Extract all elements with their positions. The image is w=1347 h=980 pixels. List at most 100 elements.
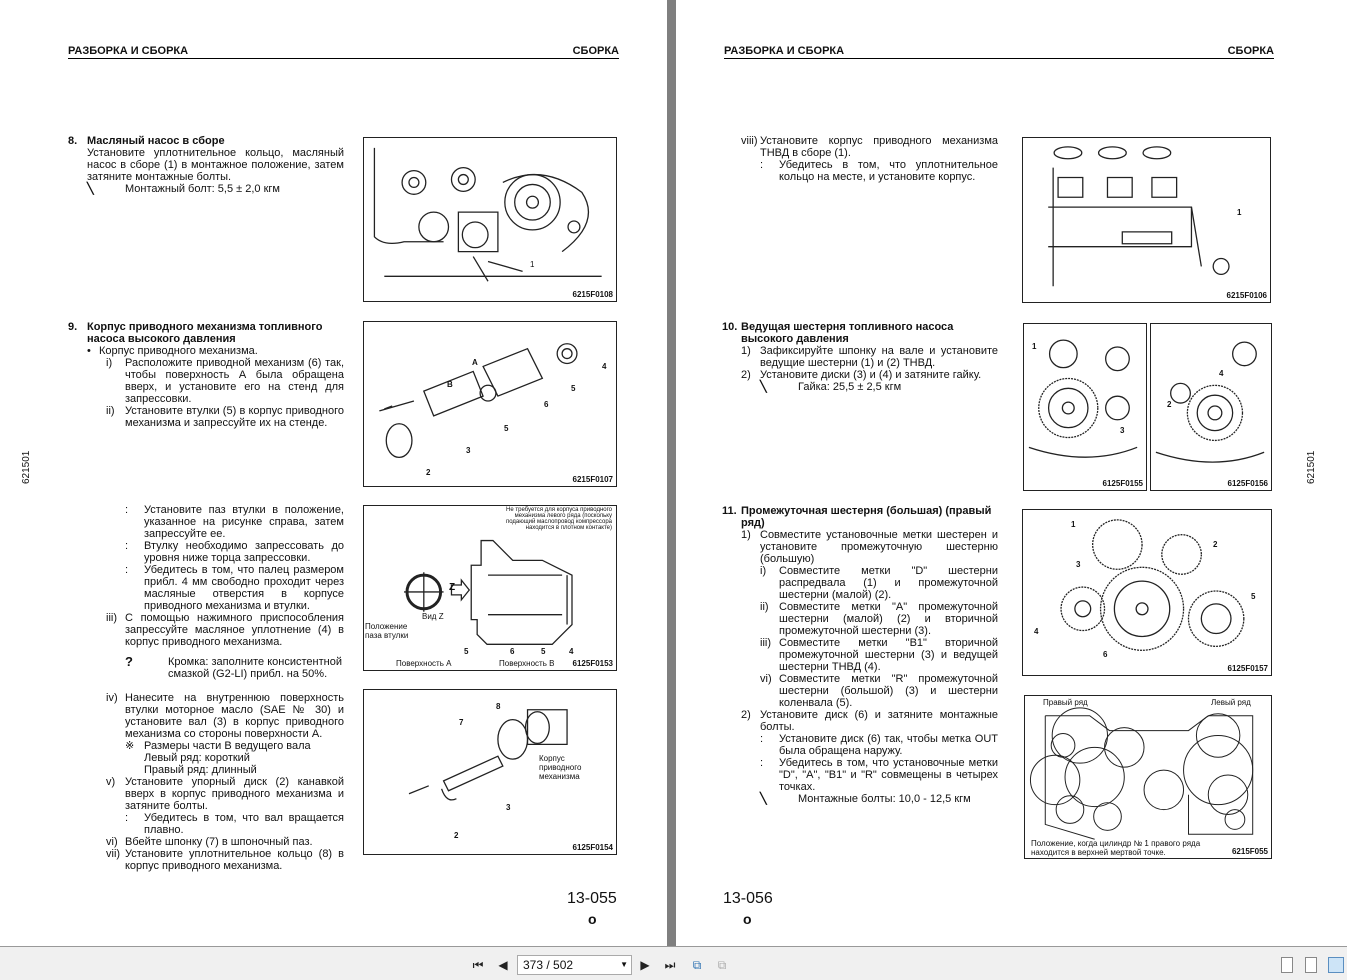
callout-label: 3	[1120, 426, 1125, 435]
page-header: РАЗБОРКА И СБОРКА СБОРКА	[68, 45, 619, 59]
paragraph: Установите диск (6) и затяните монтажные…	[760, 709, 998, 733]
item-marker: vi)	[106, 836, 118, 848]
item-marker: 1)	[741, 529, 751, 541]
callout-label: 7	[459, 718, 464, 727]
figure-label: Положение паза втулки	[365, 622, 409, 640]
pdf-toolbar: ⏮ ◀ 373 / 502▼ ▶ ⏭ ⧉ ⧉	[0, 946, 1347, 980]
figure-label: Поверхность А	[396, 659, 452, 668]
note-icon: :	[125, 564, 129, 576]
note: Установите диск (6) так, чтобы метка OUT…	[779, 733, 998, 757]
section-number: 9.	[68, 321, 78, 333]
callout-label: 2	[1167, 400, 1172, 409]
callout-label: 1	[530, 260, 535, 269]
figure-caption: Положение, когда цилиндр № 1 правого ряд…	[1031, 839, 1201, 857]
figure-label: Левый ряд	[1211, 698, 1251, 707]
first-page-button[interactable]: ⏮	[472, 958, 484, 972]
note-icon: :	[125, 504, 129, 516]
note-icon: :	[760, 159, 764, 171]
note-icon: :	[125, 540, 129, 552]
page-header: РАЗБОРКА И СБОРКА СБОРКА	[724, 45, 1274, 59]
paragraph: Зафиксируйте шпонку на вале и установите…	[760, 345, 998, 369]
callout-label: 1	[1237, 208, 1242, 217]
right-page: РАЗБОРКА И СБОРКА СБОРКА 621501 viii)Уст…	[676, 0, 1347, 946]
figure-shaft-assembly: 7 8 3 2 Корпус приводного механизма 6125…	[363, 689, 617, 855]
item-marker: 1)	[741, 345, 751, 357]
paragraph: Расположите приводной механизм (6) так, …	[125, 357, 344, 405]
section-title: Ведущая шестерня топливного насоса высок…	[741, 321, 954, 345]
paragraph: Совместите метки "R" промежуточной шесте…	[779, 673, 998, 709]
paragraph: Вбейте шпонку (7) в шпоночный паз.	[125, 836, 313, 848]
previous-page-button[interactable]: ◀	[498, 958, 508, 972]
note: Правый ряд: длинный	[144, 764, 257, 776]
figure-drive-gear-2: 4 2 6125F0156	[1150, 323, 1272, 491]
item-marker: iv)	[106, 692, 118, 704]
item-marker: ii)	[106, 405, 115, 417]
section-9-continued: : Установите паз втулки в положение, указ…	[106, 504, 344, 872]
callout-label: 5	[464, 647, 469, 656]
reference-mark-icon: ※	[125, 740, 135, 752]
figure-code: 6215F055	[1231, 847, 1268, 856]
callout-label: 6	[544, 400, 549, 409]
callout-label: 4	[569, 647, 574, 656]
callout-label: 6	[510, 647, 515, 656]
paragraph: Установите упорный диск (2) канавкой вве…	[125, 776, 344, 812]
figure-housing-install: 1 6215F0106	[1022, 137, 1271, 303]
two-page-view-icon[interactable]	[1328, 957, 1344, 973]
note: Установите паз втулки в положение, указа…	[144, 504, 344, 540]
callout-label: Z	[449, 582, 456, 593]
last-page-button[interactable]: ⏭	[664, 958, 676, 972]
callout-label: 8	[496, 702, 501, 711]
note-icon: :	[760, 757, 764, 769]
note-icon: :	[125, 812, 129, 824]
figure-label: Правый ряд	[1043, 698, 1088, 707]
callout-label: 4	[1034, 627, 1039, 636]
item-marker: i)	[760, 565, 767, 577]
side-code: 621501	[21, 450, 32, 484]
callout-label: A	[472, 358, 478, 367]
go-forward-view-icon[interactable]: ⧉	[717, 958, 727, 972]
header-section: РАЗБОРКА И СБОРКА	[724, 45, 845, 57]
next-page-button[interactable]: ▶	[640, 958, 650, 972]
callout-label: 1	[1032, 342, 1037, 351]
callout-label: 1	[1071, 520, 1076, 529]
single-page-view-icon[interactable]	[1281, 957, 1293, 973]
callout-label: 2	[1213, 540, 1218, 549]
bullet-icon: •	[87, 345, 91, 357]
callout-label: 4	[1219, 369, 1224, 378]
paragraph: Установите уплотнительное кольцо, маслян…	[87, 147, 344, 183]
wrench-icon: ╲	[760, 793, 767, 805]
grease-spec: Кромка: заполните консистентной смазкой …	[168, 656, 342, 680]
item-marker: v)	[106, 776, 116, 788]
side-code: 621501	[1306, 450, 1317, 484]
figure-code: 6215F0107	[572, 475, 613, 484]
figure-code: 6215F0108	[572, 290, 613, 299]
figure-drive-housing-exploded: A B 6 5 5 4 3 2 6215F0107	[363, 321, 617, 487]
callout-label: B	[447, 380, 453, 389]
wrench-icon: ╲	[760, 381, 767, 393]
item-marker: i)	[106, 357, 113, 369]
callout-label: 3	[506, 803, 511, 812]
figure-idler-gears: 1 2 3 4 5 6 6125F0157	[1022, 509, 1272, 676]
figure-bushing-position: Не требуется для корпуса приводного меха…	[363, 505, 617, 671]
section-number: 11.	[722, 505, 737, 517]
step-viii: viii)Установите корпус приводного механи…	[741, 135, 998, 183]
paragraph: Установите корпус приводного механизма Т…	[760, 135, 998, 159]
callout-label: 4	[602, 362, 607, 371]
go-back-view-icon[interactable]: ⧉	[692, 958, 702, 972]
item-marker: 2)	[741, 709, 751, 721]
note-icon: :	[760, 733, 764, 745]
paragraph: Установите диски (3) и (4) и затяните га…	[760, 369, 982, 381]
callout-label: 6	[1103, 650, 1108, 659]
page-mark: o	[588, 911, 597, 927]
note: Втулку необходимо запрессовать до уровня…	[144, 540, 344, 564]
callout-label: 2	[426, 468, 431, 477]
figure-label: Вид Z	[422, 612, 444, 621]
callout-label: 2	[454, 831, 459, 840]
item-marker: ii)	[760, 601, 769, 613]
figure-note: Не требуется для корпуса приводного меха…	[505, 507, 612, 531]
continuous-view-icon[interactable]	[1305, 957, 1317, 973]
figure-code: 6125F0153	[572, 659, 613, 668]
chevron-down-icon[interactable]: ▼	[620, 960, 628, 969]
page-selector[interactable]: 373 / 502▼	[517, 955, 632, 975]
paragraph: Корпус приводного механизма.	[99, 345, 258, 357]
